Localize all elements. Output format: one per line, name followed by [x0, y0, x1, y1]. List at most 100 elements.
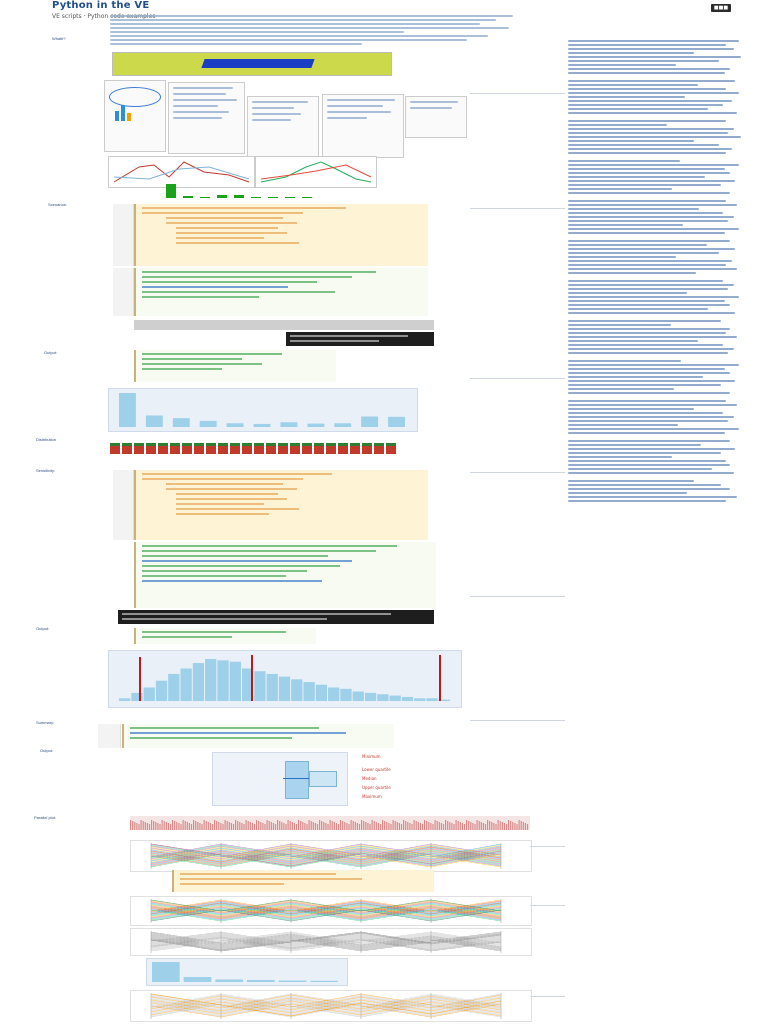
chart-bar — [172, 418, 190, 427]
strip-bar — [235, 820, 237, 830]
histogram-bar — [119, 698, 131, 701]
strip-bar — [337, 824, 340, 830]
chart-bar — [166, 184, 176, 198]
strip-bar — [274, 824, 277, 830]
strip-bar — [184, 821, 186, 830]
note-text-line — [568, 208, 700, 210]
strip-bar — [365, 822, 367, 830]
strip-bar — [281, 822, 283, 830]
stack-segment — [158, 443, 168, 446]
strip-bar — [489, 821, 491, 830]
section-label-sensitivity: Sensitivity: — [36, 468, 56, 473]
strip-bar — [346, 823, 348, 830]
strip-bar — [169, 824, 172, 830]
note-text-line — [568, 324, 671, 326]
note-text-line — [568, 228, 739, 230]
stack-segment — [302, 446, 312, 454]
histogram-bar — [205, 659, 217, 701]
strip-bar — [436, 821, 438, 830]
pc-line — [150, 934, 502, 949]
strip-bar — [476, 820, 478, 830]
strip-bar — [335, 823, 337, 830]
strip-bar — [298, 820, 300, 830]
note-text-line — [568, 96, 685, 98]
strip-bar — [132, 821, 134, 830]
histogram-bar — [254, 671, 266, 701]
pc-line — [150, 908, 502, 921]
note-text-line — [568, 400, 727, 402]
strip-bar — [392, 820, 394, 830]
stack-segment — [326, 446, 336, 454]
stack-segment — [338, 446, 348, 454]
strip-bar — [241, 823, 243, 830]
screenshot-thumb-2[interactable] — [168, 82, 245, 154]
strip-bar — [224, 820, 226, 830]
note-text-line — [568, 48, 734, 50]
chart-bar — [334, 423, 352, 427]
menu-button[interactable]: ■■■ — [711, 4, 731, 12]
stack-segment — [374, 443, 384, 446]
page-title: Python in the VE — [52, 0, 150, 11]
section-label-whatif: Whatif? — [52, 36, 66, 41]
strip-bar — [382, 820, 384, 830]
green-bar-chart — [150, 180, 330, 202]
strip-bar — [176, 822, 178, 830]
stack-segment — [110, 443, 120, 446]
code-block-6 — [134, 628, 316, 644]
strip-bar — [211, 824, 214, 830]
screenshot-thumb-5[interactable] — [405, 96, 467, 138]
chart-bar — [302, 197, 312, 198]
pc-line — [150, 932, 502, 949]
line-plot-2 — [255, 156, 377, 188]
note-text-line — [568, 304, 730, 306]
parallel-plot-2 — [130, 896, 532, 926]
histogram-bar — [192, 663, 205, 701]
line-numbers-4 — [98, 724, 121, 748]
strip-bar — [323, 822, 325, 830]
note-text-line — [568, 136, 741, 138]
note-text-line — [568, 84, 698, 86]
pc-line — [150, 903, 502, 916]
histogram-bar — [217, 660, 229, 701]
screenshot-thumb-3[interactable] — [247, 96, 319, 158]
screenshot-thumb-4[interactable] — [322, 94, 404, 158]
connector — [470, 596, 565, 597]
model-image — [112, 52, 392, 76]
strip-bar — [407, 822, 409, 830]
note-text-line — [568, 444, 702, 446]
terminal-output-1 — [286, 332, 434, 346]
strip-bar — [331, 821, 333, 830]
strip-bar — [304, 823, 306, 830]
strip-bar — [459, 822, 461, 830]
parallel-plot-1 — [130, 840, 532, 872]
connector — [470, 378, 565, 379]
note-text-line — [568, 456, 673, 458]
strip-bar — [247, 821, 249, 830]
pc-line — [150, 849, 502, 866]
strip-bar — [174, 821, 176, 830]
note-text-line — [568, 128, 734, 130]
strip-bar — [195, 821, 197, 830]
pc-line — [150, 904, 502, 917]
note-text-line — [568, 72, 725, 74]
connector — [470, 93, 565, 94]
strip-bar — [463, 824, 466, 830]
annotation-min: Minimum — [362, 754, 381, 759]
chart-bar — [199, 420, 217, 427]
code-block-4 — [134, 470, 428, 540]
stack-segment — [170, 443, 180, 446]
pc-line — [150, 993, 502, 1017]
screenshot-thumb-1[interactable] — [104, 80, 166, 152]
strip-bar — [493, 823, 495, 830]
strip-bar — [140, 820, 142, 830]
strip-bar — [264, 824, 266, 830]
note-text-line — [568, 388, 675, 390]
histogram-bar — [389, 695, 401, 701]
pc-line — [150, 931, 502, 948]
note-text-line — [568, 464, 730, 466]
stack-segment — [338, 443, 348, 446]
stack-segment — [194, 446, 204, 454]
histogram-bar — [352, 691, 364, 701]
chart-bar — [310, 980, 338, 982]
strip-bar — [363, 821, 365, 830]
